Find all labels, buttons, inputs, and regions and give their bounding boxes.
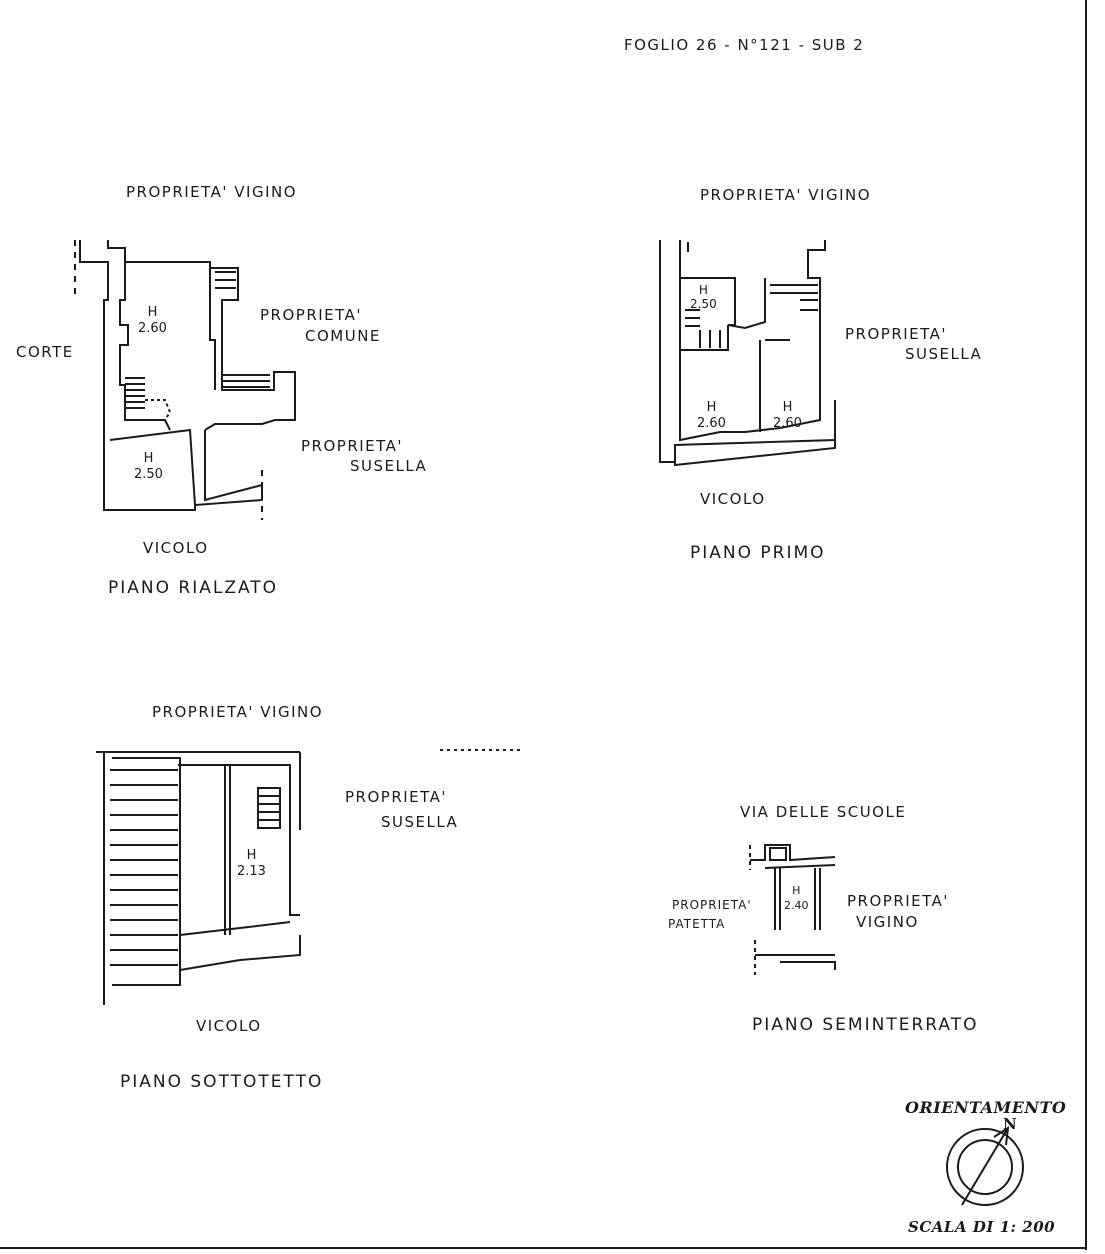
sottotetto-east-label-1: PROPRIETA': [345, 788, 448, 806]
seminterrato-east-label-2: VIGINO: [856, 913, 919, 931]
primo-room1-height: H 2.50: [690, 283, 717, 311]
seminterrato-room1-height: H 2.40: [784, 884, 809, 912]
seminterrato-floor-title: PIANO SEMINTERRATO: [752, 1015, 979, 1035]
orientation-label: ORIENTAMENTO: [905, 1098, 1067, 1117]
rialzato-west-label: CORTE: [16, 343, 74, 361]
rialzato-room2-height: H 2.50: [134, 451, 163, 482]
rialzato-east-label-2: COMUNE: [305, 327, 381, 345]
primo-floor-title: PIANO PRIMO: [690, 543, 826, 563]
rialzato-north-label: PROPRIETA' VIGINO: [126, 183, 298, 201]
rialzato-floor-title: PIANO RIALZATO: [108, 578, 279, 598]
primo-room2-height: H 2.60: [697, 400, 726, 431]
rialzato-southeast-label-1: PROPRIETA': [301, 437, 404, 455]
seminterrato-north-label: VIA DELLE SCUOLE: [740, 803, 907, 821]
rialzato-room1-height: H 2.60: [138, 305, 167, 336]
primo-south-label: VICOLO: [700, 490, 766, 508]
sheet-reference: FOGLIO 26 - N°121 - SUB 2: [624, 36, 865, 54]
rialzato-south-label: VICOLO: [143, 539, 209, 557]
primo-east-label-2: SUSELLA: [905, 345, 983, 363]
primo-east-label-1: PROPRIETA': [845, 325, 948, 343]
sottotetto-room1-height: H 2.13: [237, 848, 266, 879]
seminterrato-west-label-1: PROPRIETA': [672, 898, 752, 912]
sottotetto-south-label: VICOLO: [196, 1017, 262, 1035]
scale-label: SCALA DI 1: 200: [908, 1218, 1056, 1236]
sottotetto-floor-title: PIANO SOTTOTETTO: [120, 1072, 324, 1092]
sottotetto-north-label: PROPRIETA' VIGINO: [152, 703, 324, 721]
sottotetto-east-label-2: SUSELLA: [381, 813, 459, 831]
seminterrato-east-label-1: PROPRIETA': [847, 892, 950, 910]
north-letter: N: [1003, 1115, 1018, 1133]
seminterrato-west-label-2: PATETTA: [668, 917, 726, 931]
rialzato-east-label-1: PROPRIETA': [260, 306, 363, 324]
primo-north-label: PROPRIETA' VIGINO: [700, 186, 872, 204]
rialzato-southeast-label-2: SUSELLA: [350, 457, 428, 475]
